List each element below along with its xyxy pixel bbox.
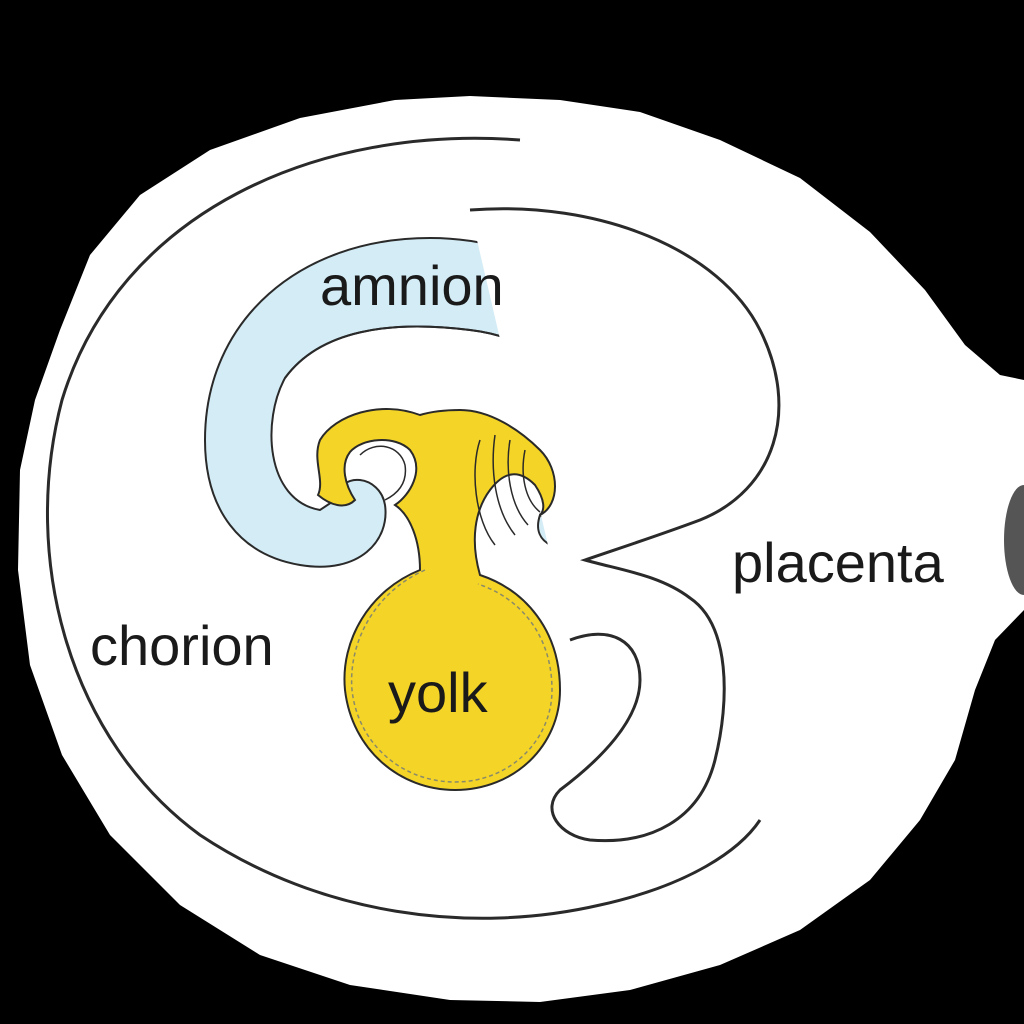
chorion-boundary [46,136,762,920]
amnion-label: amnion [320,254,504,317]
yolk-membrane [350,569,553,783]
yolk-sac-shape [316,408,562,792]
embryo-fold-lines [359,434,541,546]
placenta-lobe [469,207,781,843]
edge-blob [1004,485,1024,595]
chorion-label: chorion [90,614,274,677]
yolk-label: yolk [388,661,489,724]
placenta-label: placenta [732,531,945,594]
